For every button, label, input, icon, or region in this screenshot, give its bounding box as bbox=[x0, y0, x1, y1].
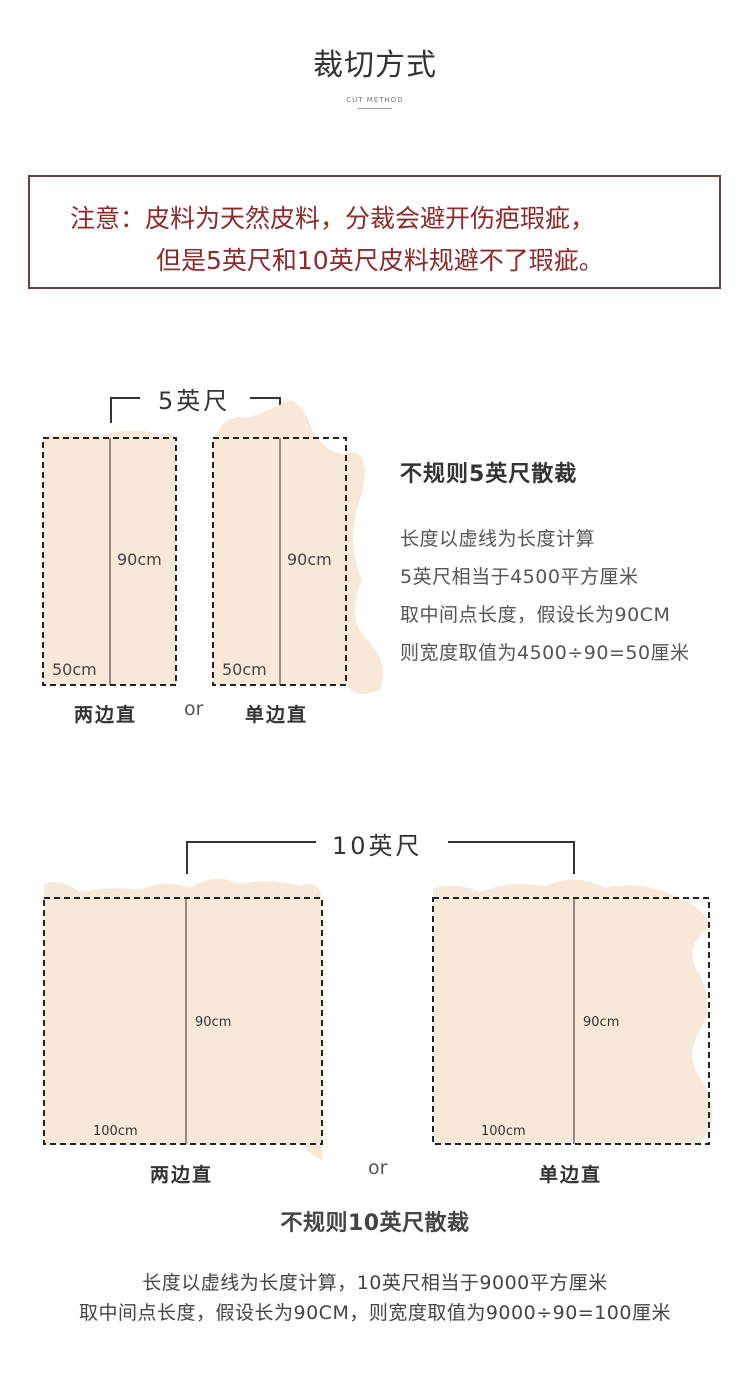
title-divider bbox=[358, 108, 392, 109]
five-ft-right-caption: 单边直 bbox=[245, 704, 309, 726]
notice-line-1: 注意：皮料为天然皮料，分裁会避开伤疤瑕疵， bbox=[70, 204, 596, 233]
five-ft-info-line-3: 取中间点长度，假设长为90CM bbox=[400, 604, 671, 626]
ten-ft-info-line-1: 长度以虚线为长度计算，10英尺相当于9000平方厘米 bbox=[142, 1272, 608, 1294]
ten-ft-left-leather bbox=[44, 878, 322, 1160]
ten-ft-bracket bbox=[186, 841, 575, 874]
ten-ft-right-height-label: 90cm bbox=[583, 1015, 620, 1030]
ten-ft-left-width-label: 100cm bbox=[93, 1124, 138, 1139]
ten-ft-left-caption: 两边直 bbox=[150, 1164, 214, 1186]
page-title: 裁切方式 bbox=[313, 48, 437, 83]
five-ft-left-caption: 两边直 bbox=[74, 704, 138, 726]
five-ft-size-label: 5英尺 bbox=[150, 381, 239, 416]
five-ft-left-height-label: 90cm bbox=[117, 550, 162, 569]
five-ft-right-leather bbox=[213, 400, 384, 694]
five-ft-heading: 不规则5英尺散裁 bbox=[400, 462, 578, 487]
ten-ft-right-leather bbox=[433, 879, 713, 1146]
five-ft-info-line-4: 则宽度取值为4500÷90=50厘米 bbox=[400, 642, 690, 664]
five-ft-info-line-1: 长度以虚线为长度计算 bbox=[400, 528, 596, 550]
page-subtitle: CUT METHOD bbox=[346, 96, 404, 104]
five-ft-info-line-2: 5英尺相当于4500平方厘米 bbox=[400, 566, 639, 588]
five-ft-right-width-label: 50cm bbox=[222, 660, 267, 679]
five-ft-right-height-label: 90cm bbox=[287, 550, 332, 569]
ten-ft-info-line-2: 取中间点长度，假设长为90CM，则宽度取值为9000÷90=100厘米 bbox=[79, 1302, 671, 1324]
ten-ft-left-cut bbox=[43, 897, 323, 1145]
five-ft-or: or bbox=[184, 698, 204, 720]
ten-ft-right-cut bbox=[432, 897, 710, 1145]
ten-ft-right-width-label: 100cm bbox=[481, 1124, 526, 1139]
notice-line-2: 但是5英尺和10英尺皮料规避不了瑕疵。 bbox=[156, 246, 604, 275]
ten-ft-or: or bbox=[368, 1157, 388, 1179]
ten-ft-left-height-label: 90cm bbox=[195, 1015, 232, 1030]
ten-ft-heading: 不规则10英尺散裁 bbox=[280, 1211, 470, 1236]
ten-ft-size-label: 10英尺 bbox=[324, 826, 431, 861]
ten-ft-right-caption: 单边直 bbox=[539, 1164, 603, 1186]
five-ft-left-width-label: 50cm bbox=[52, 660, 97, 679]
notice-box: 注意：皮料为天然皮料，分裁会避开伤疤瑕疵， 但是5英尺和10英尺皮料规避不了瑕疵… bbox=[28, 175, 721, 289]
